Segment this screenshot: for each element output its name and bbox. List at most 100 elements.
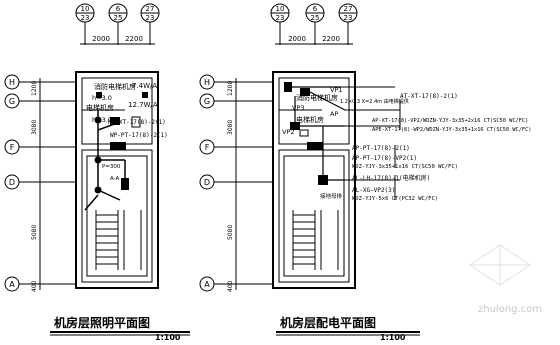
switch-box-icon xyxy=(121,178,129,190)
fixture-note: A-A xyxy=(110,176,120,182)
power-density: 7.4W/A xyxy=(132,82,157,90)
panel-label: AP xyxy=(330,110,338,118)
side-dim: 1200 xyxy=(31,81,38,96)
right-side-axes: H G F D A 1200 3080 5080 400 xyxy=(199,74,272,292)
lamp-icon xyxy=(94,186,102,194)
room-label-elevator: 电梯机房 xyxy=(86,103,114,112)
right-top-axis-10: 10 23 xyxy=(270,3,290,45)
axis-label: F xyxy=(205,143,210,152)
left-lighting-wiring xyxy=(84,92,148,211)
axis-label: F xyxy=(10,143,15,152)
circuit-label: WDZ-YJY-5x6 CT(PC32 WC/FC) xyxy=(352,196,438,202)
side-dim: 400 xyxy=(31,280,38,292)
axis-label: 27 xyxy=(344,5,353,13)
axis-label: G xyxy=(204,97,210,106)
right-top-axis-27: 27 23 xyxy=(338,3,358,45)
axis-label: A xyxy=(9,280,15,289)
scale-label: 1:100 xyxy=(155,333,181,342)
axis-label: 25 xyxy=(114,14,123,22)
axis-label: 23 xyxy=(276,14,285,22)
top-dim-2: 2200 xyxy=(125,35,143,43)
circuit-label: N1-XT-17(8)-2(1) xyxy=(108,119,166,126)
lamp-icon xyxy=(94,156,102,164)
lamp-icon xyxy=(94,116,102,124)
panel-icon xyxy=(110,117,120,125)
panel-icon xyxy=(290,122,300,130)
left-door xyxy=(110,142,126,150)
circuit-label: AP-PT-17(8)-2(1) xyxy=(352,145,410,152)
top-dim-2: 2200 xyxy=(322,35,340,43)
panel-label: VP2 xyxy=(282,128,295,136)
watermark: zhulong.com xyxy=(478,304,542,315)
axis-label: 6 xyxy=(313,5,318,13)
watermark-logo xyxy=(469,244,531,286)
circuit-label: WP-PT-17(8)-2(1) xyxy=(110,132,168,139)
side-dim: 5080 xyxy=(31,225,38,240)
outlet-icon xyxy=(299,129,309,137)
right-stair xyxy=(292,210,339,270)
circuit-label: AL-LH-17(8)-1(电梯机房) xyxy=(352,174,430,182)
left-top-axis-10: 10 23 xyxy=(75,3,95,45)
top-dim-1: 2000 xyxy=(92,35,110,43)
axis-label: G xyxy=(9,97,15,106)
height-label: h=3.0 xyxy=(92,116,112,124)
panel-icon xyxy=(318,175,328,185)
axis-label: 23 xyxy=(146,14,155,22)
top-dim-1: 2000 xyxy=(288,35,306,43)
left-top-axis-6: 6 25 xyxy=(108,3,128,45)
panel-icon xyxy=(300,88,310,96)
axis-label: D xyxy=(9,178,15,187)
axis-label: H xyxy=(204,78,210,87)
lamp-icon xyxy=(96,92,102,98)
plan-title-power: 机房层配电平面图 xyxy=(280,315,376,330)
panel-icon xyxy=(284,82,292,92)
axis-label: 6 xyxy=(116,5,121,13)
panel-label: VP3 xyxy=(292,104,305,112)
room-label-fire-elevator: 消防电梯机房 xyxy=(94,82,136,91)
scale-label: 1:100 xyxy=(380,333,406,342)
power-density: 12.7W/A xyxy=(128,101,158,109)
circuit-label: WDZ-YJY-3x35+1x16 CT(SC50 WC/FC) xyxy=(352,164,458,170)
axis-label: 23 xyxy=(81,14,90,22)
right-building-walls xyxy=(272,71,356,289)
axis-label: 25 xyxy=(311,14,320,22)
left-plan: 10 23 6 25 27 23 2000 2200 H G xyxy=(4,3,190,342)
side-dim: 3080 xyxy=(227,120,234,135)
left-side-axes: H G F D A 1200 3080 5080 400 xyxy=(4,74,75,292)
axis-label: 27 xyxy=(146,5,155,13)
ground-bus-label: 接地母排 xyxy=(320,192,343,200)
side-dim: 5080 xyxy=(227,225,234,240)
lamp-icon xyxy=(142,92,148,98)
axis-label: 10 xyxy=(276,5,285,13)
right-leaders xyxy=(340,86,401,200)
right-door xyxy=(307,142,323,150)
right-power-wiring xyxy=(284,82,346,185)
plan-title-lighting: 机房层照明平面图 xyxy=(54,315,150,330)
left-stair xyxy=(95,210,142,270)
axis-label: H xyxy=(9,78,15,87)
room-label-elevator: 电梯机房 xyxy=(296,115,324,124)
left-top-axis-27: 27 23 xyxy=(140,3,160,45)
side-dim: 400 xyxy=(227,280,234,292)
panel-icon xyxy=(131,116,141,128)
circuit-label: AP-PT-17(8)-VP2(1) xyxy=(352,155,417,162)
right-top-axis-6: 6 25 xyxy=(305,3,325,45)
axis-label: A xyxy=(204,280,210,289)
room-label-fire-elevator: 消防电梯机房 xyxy=(296,93,338,102)
side-dim: 3080 xyxy=(31,120,38,135)
panel-label: VP1 xyxy=(330,86,343,94)
axis-label: 23 xyxy=(344,14,353,22)
axis-label: 10 xyxy=(81,5,90,13)
height-label: h=3.0 xyxy=(92,94,112,102)
side-dim: 1200 xyxy=(227,81,234,96)
equipment-note: 1.2×0.3 X=2.4m 由电梯提供 xyxy=(340,98,409,105)
circuit-label: APE-XT-17(8)-WP2/WDZN-YJY-3x35+1x16 CT(S… xyxy=(372,127,531,133)
circuit-label: AP-XT-17(8)-VP2/WDZN-YJY-3x35+2x16 CT(SC… xyxy=(372,118,528,124)
left-building-walls xyxy=(75,71,159,289)
fixture-note: P=300 xyxy=(102,164,121,170)
circuit-label: AL-XG-VP2(3) xyxy=(352,187,395,194)
right-plan: 10 23 6 25 27 23 2000 2200 H G F xyxy=(199,3,531,342)
axis-label: D xyxy=(204,178,210,187)
circuit-label: AT-XT-17(8)-2(1) xyxy=(400,93,458,100)
